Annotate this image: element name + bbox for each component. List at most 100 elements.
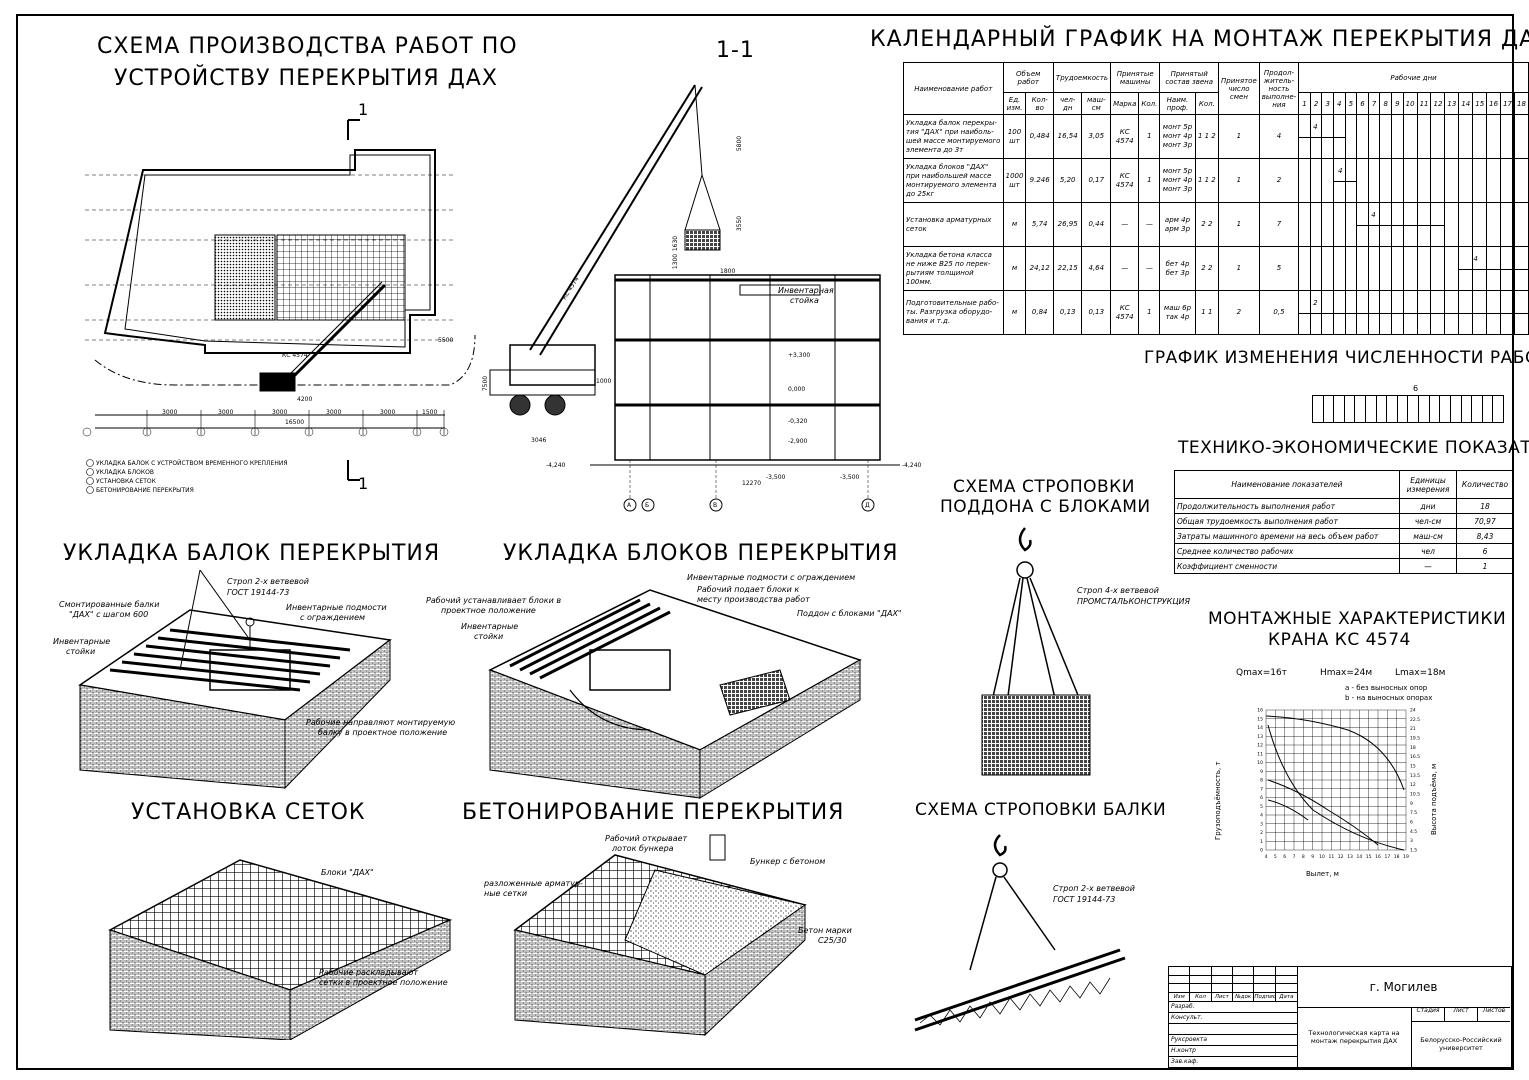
gantt-bar: [1333, 136, 1345, 138]
cal-cell-prof: маш 6р так 4р: [1159, 290, 1196, 335]
tep-cell: 1: [1456, 558, 1514, 574]
gantt-bar: [1380, 224, 1392, 226]
cal-day-cell: 4: [1458, 246, 1478, 291]
stamp-sheet: Лист: [1445, 1007, 1478, 1021]
crane-x-label: Вылет, м: [1306, 870, 1339, 878]
crane-y-left-tick: 11: [1257, 751, 1263, 757]
meshes-label-1: Блоки "ДАХ": [321, 868, 374, 877]
crane-y-right-tick: 21: [1410, 726, 1416, 732]
beams-label-6: с ограждением: [300, 613, 366, 622]
crane-y-right-tick: 10.5: [1410, 792, 1420, 798]
blocks-label-5: месту производства работ: [697, 595, 810, 604]
cal-day-9: 9: [1391, 92, 1404, 115]
calendar-table: Наименование работ Объем работ Трудоемко…: [903, 62, 1529, 335]
cal-day-cell: [1416, 202, 1432, 247]
pallet-sling-illustration: [981, 527, 1091, 776]
cal-day-cell: [1379, 202, 1393, 247]
cal-cell-shifts: 1: [1218, 114, 1260, 159]
meshes-label-2: Рабочие раскладывают: [319, 968, 419, 977]
cal-day-7: 7: [1367, 92, 1381, 115]
cal-h-name: Наименование работ: [903, 62, 1004, 115]
crane-x-tick: 4: [1265, 854, 1268, 860]
blocks-label-7: Инвентарные: [461, 622, 519, 631]
cal-cell-prof: монт 5р монт 4р монт 3р: [1159, 158, 1196, 203]
section-load: [684, 229, 721, 251]
gantt-bar: [1333, 180, 1345, 182]
cal-day-1: 1: [1298, 92, 1311, 115]
cal-h-brand: Марка: [1110, 92, 1140, 115]
gantt-bar: [1501, 268, 1515, 270]
cal-cell-dur: 0,5: [1258, 290, 1300, 335]
cal-day-11: 11: [1416, 92, 1432, 115]
cal-day-cell: [1472, 202, 1488, 247]
plan-dim-total: 16500: [285, 419, 305, 426]
beams-label-10: балку в проектное положение: [318, 728, 448, 737]
crane-y-right-tick: 22.5: [1410, 717, 1420, 723]
cal-h-labor-man: чел-дн: [1052, 92, 1083, 115]
cal-cell-mach: 0,13: [1081, 290, 1112, 335]
workers-day-cell: [1472, 396, 1483, 422]
cal-cell-prof: монт 5р монт 4р монт 3р: [1159, 114, 1196, 159]
gantt-bar: [1487, 312, 1501, 314]
workers-value: 6: [1413, 384, 1419, 393]
beams-label-1: Строп 2-х ветвевой: [227, 577, 309, 586]
cal-cell-count: 1: [1138, 158, 1161, 203]
cal-day-cell: [1333, 114, 1346, 159]
cal-day-cell: [1472, 246, 1488, 291]
gantt-bar: [1501, 312, 1515, 314]
cal-day-cell: [1416, 158, 1432, 203]
workers-day-cell: [1462, 396, 1473, 422]
workers-day-cell: [1345, 396, 1356, 422]
cal-cell-name: Укладка блоков "ДАХ" при наибольшей масс…: [903, 158, 1004, 203]
workers-day-cell: [1451, 396, 1462, 422]
section-mark: 1-1: [716, 38, 755, 63]
beams-label-2: ГОСТ 19144-73: [227, 588, 290, 597]
cal-day-14: 14: [1458, 92, 1474, 115]
workers-graph: [1312, 395, 1504, 423]
stamp-cell: [1211, 975, 1233, 984]
cal-day-cell: [1356, 246, 1369, 291]
cal-cell-qty: 24,12: [1025, 246, 1054, 291]
gantt-bar: [1445, 312, 1459, 314]
gantt-bar: [1299, 136, 1310, 138]
plan-legend-3: УСТАНОВКА СЕТОК: [96, 478, 156, 485]
crane-y-left-tick: 7: [1260, 786, 1263, 792]
cal-day-cell: [1458, 114, 1474, 159]
gantt-bar: [1417, 312, 1431, 314]
curve-capacity-a: [1267, 724, 1405, 851]
cal-cell-mach: 0,44: [1081, 202, 1112, 247]
cal-day-cell: [1402, 202, 1418, 247]
cal-cell-brand: —: [1110, 246, 1140, 291]
crane-y-right-tick: 15: [1410, 764, 1416, 770]
cal-h-machines: Принятые машины: [1110, 62, 1161, 93]
cal-day-cell: [1379, 246, 1393, 291]
cal-cell-shifts: 1: [1218, 202, 1260, 247]
crane-y-left-tick: 13: [1257, 734, 1263, 740]
gantt-bar: [1417, 224, 1431, 226]
crane-y-left-tick: 0: [1260, 848, 1263, 854]
gantt-bar: [1333, 312, 1345, 314]
beams-label-3: Смонтированные балки: [59, 600, 160, 609]
crane-y-right-label: Высота подъёма, м: [1430, 763, 1438, 835]
blocks-label-6: Поддон с блоками "ДАХ": [797, 609, 902, 618]
cal-day-cell: 4: [1356, 202, 1376, 247]
calendar-row: Подготовительные рабо-ты. Разгрузка обор…: [903, 290, 1529, 335]
stamp-sheets: Листов: [1482, 1007, 1506, 1014]
workers-day-cell: [1324, 396, 1335, 422]
cal-h-crew-count: Кол.: [1194, 92, 1220, 115]
stamp-cell: [1190, 967, 1212, 976]
stamp-cell: [1211, 984, 1233, 993]
cal-day-cell: [1486, 158, 1502, 203]
cal-cell-dur: 7: [1258, 202, 1300, 247]
sec-dim-1: 5800: [736, 135, 744, 152]
cal-cell-name: Подготовительные рабо-ты. Разгрузка обор…: [903, 290, 1004, 335]
cal-day-cell: [1444, 202, 1460, 247]
crane-y-left-tick: 5: [1260, 804, 1263, 810]
cal-cell-dur: 4: [1258, 114, 1300, 159]
crane-chars-title-2: КРАНА КС 4574: [1268, 630, 1411, 650]
cal-day-cell: [1458, 158, 1474, 203]
crane-x-tick: 12: [1338, 854, 1344, 860]
level-4: -2,900: [788, 438, 808, 445]
cal-day-cell: [1444, 114, 1460, 159]
